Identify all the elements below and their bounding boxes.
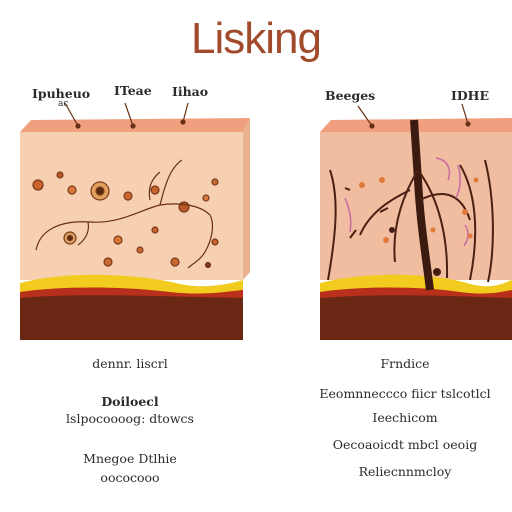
left-skin-block (20, 118, 250, 340)
right-label-2: IDHE (451, 88, 490, 103)
left-caption-1: dennr. liscrl (92, 356, 168, 371)
left-label-2: ITeae (114, 83, 152, 98)
left-label-3: Iihao (172, 84, 209, 99)
left-caption-2: Doiloecl (101, 394, 159, 409)
left-caption-5: oococooo (100, 470, 160, 485)
right-caption-2: Eeomnneccco fiicr tslcotlcl (319, 386, 491, 401)
left-label-1: Ipuheuo (32, 86, 91, 101)
left-nerves (35, 159, 214, 269)
right-hair-follicle (327, 119, 494, 291)
left-caption-4: Mnegoe Dtlhie (83, 451, 177, 466)
right-cells (359, 177, 479, 243)
right-label-1: Beeges (325, 88, 376, 103)
left-dermis (20, 295, 243, 340)
right-caption-4: Oecoaoicdt mbcl oeoig (332, 437, 478, 452)
page-title: Lisking (191, 14, 322, 63)
right-dermis (320, 295, 512, 340)
right-caption-3: Ieechicom (372, 410, 438, 425)
left-epidermis (20, 132, 243, 280)
label-pointers (64, 102, 471, 129)
right-skin-block (320, 118, 512, 340)
right-caption-1: Frndice (380, 356, 430, 371)
left-skin-side (243, 118, 250, 280)
left-label-1-sub: ac (58, 99, 69, 109)
right-caption-5: Reliecnnmcloy (358, 464, 452, 479)
left-caption-3: lslpocoooog: dtowcs (66, 411, 194, 426)
